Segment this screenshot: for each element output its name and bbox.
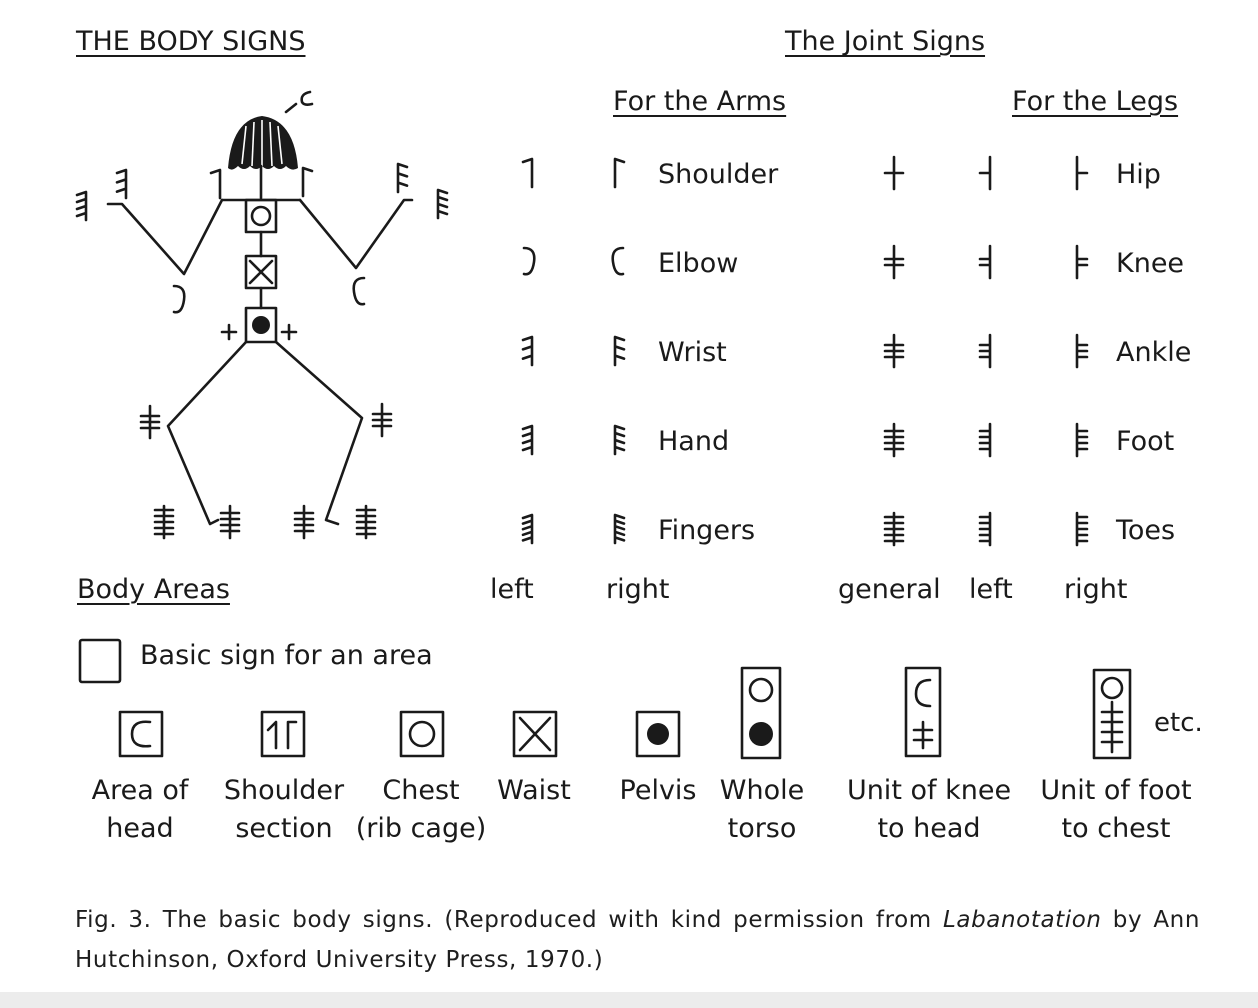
leg-joint-label-foot: Foot <box>1116 426 1175 457</box>
figure-shoulder-right-sign <box>301 166 314 198</box>
arm-right-sign-1 <box>613 157 626 189</box>
joint-signs-heading: The Joint Signs <box>785 26 986 57</box>
leg-general-sign-2 <box>883 244 905 280</box>
arm-left-sign-1 <box>521 157 534 189</box>
figure-wrist-left-sign <box>115 168 128 200</box>
leg-left-sign-4 <box>978 422 992 458</box>
arm-joint-label-elbow: Elbow <box>658 248 739 279</box>
leg-right-sign-5 <box>1075 511 1089 547</box>
figure-foot-right-sign <box>355 504 377 540</box>
stick-figure <box>106 90 414 526</box>
etc-label: etc. <box>1154 708 1203 738</box>
for-arms-heading: For the Arms <box>613 86 787 117</box>
leg-general-sign-1 <box>883 155 905 191</box>
area-label-waist: Waist <box>497 775 571 806</box>
arm-left-sign-2 <box>522 246 536 276</box>
leg-left-sign-5 <box>978 511 992 547</box>
arm-right-sign-4 <box>613 424 626 456</box>
area-sign-head <box>118 710 164 758</box>
basic-sign-box <box>78 638 122 684</box>
leg-general-sign-3 <box>883 333 905 369</box>
area-sign-waist <box>512 710 558 758</box>
arm-joint-label-fingers: Fingers <box>658 515 756 546</box>
leg-column-right: right <box>1064 574 1128 605</box>
area-label-pelvis: Pelvis <box>619 775 697 806</box>
arm-joint-label-shoulder: Shoulder <box>658 159 779 190</box>
arm-right-sign-3 <box>613 335 626 367</box>
arm-column-left: left <box>490 574 534 605</box>
leg-joint-label-ankle: Ankle <box>1116 337 1192 368</box>
figure-hand-right-sign <box>436 188 449 220</box>
leg-right-sign-1 <box>1075 155 1089 191</box>
leg-joint-label-knee: Knee <box>1116 248 1185 279</box>
leg-left-sign-2 <box>978 244 992 280</box>
hair-icon <box>228 90 314 170</box>
figure-knee-right-sign <box>371 402 393 438</box>
figure-hand-left-sign <box>75 190 88 222</box>
leg-left-sign-1 <box>978 155 992 191</box>
figure-caption: Fig. 3. The basic body signs. (Reproduce… <box>75 907 1201 973</box>
leg-column-general: general <box>838 574 941 605</box>
area-sign-whole-torso <box>740 666 782 760</box>
area-sign-chest <box>399 710 445 758</box>
area-sign-foot-to-chest <box>1092 668 1132 760</box>
arm-right-sign-5 <box>613 513 626 545</box>
leg-left-sign-3 <box>978 333 992 369</box>
figure-elbow-left-sign <box>172 284 186 314</box>
area-sign-pelvis <box>635 710 681 758</box>
leg-right-sign-3 <box>1075 333 1089 369</box>
figure-shoulder-left-sign <box>209 168 222 200</box>
arm-left-sign-5 <box>521 513 534 545</box>
leg-right-sign-2 <box>1075 244 1089 280</box>
leg-general-sign-4 <box>883 422 905 458</box>
figure-knee-left-sign <box>139 404 161 440</box>
arm-column-right: right <box>606 574 670 605</box>
area-sign-shoulder <box>260 710 306 758</box>
chest-box <box>244 198 278 234</box>
area-sign-knee-to-head <box>904 666 942 758</box>
leg-right-sign-4 <box>1075 422 1089 458</box>
arm-right-sign-2 <box>611 246 625 276</box>
leg-general-sign-5 <box>883 511 905 547</box>
leg-joint-label-hip: Hip <box>1116 159 1161 190</box>
figure-foot-left-sign <box>153 504 175 540</box>
basic-sign-label: Basic sign for an area <box>140 640 433 671</box>
body-areas-heading: Body Areas <box>77 574 230 605</box>
for-legs-heading: For the Legs <box>1012 86 1179 117</box>
arm-left-sign-3 <box>521 335 534 367</box>
figure-ankle-right-sign <box>293 504 315 540</box>
figure-elbow-right-sign <box>352 276 366 306</box>
leg-joint-label-toes: Toes <box>1116 515 1176 546</box>
body-signs-heading: THE BODY SIGNS <box>76 26 306 57</box>
leg-column-left: left <box>969 574 1013 605</box>
arm-joint-label-wrist: Wrist <box>658 337 727 368</box>
joint-signs-group <box>75 155 1089 547</box>
figure-ankle-left-sign <box>219 504 241 540</box>
area-label-chest: Chest(rib cage) <box>355 775 487 844</box>
bottom-bar <box>0 992 1258 1008</box>
arm-left-sign-4 <box>521 424 534 456</box>
book-title: Labanotation <box>942 907 1102 933</box>
pelvis-box <box>244 306 278 344</box>
arm-joint-label-hand: Hand <box>658 426 730 457</box>
figure-wrist-right-sign <box>396 162 409 194</box>
